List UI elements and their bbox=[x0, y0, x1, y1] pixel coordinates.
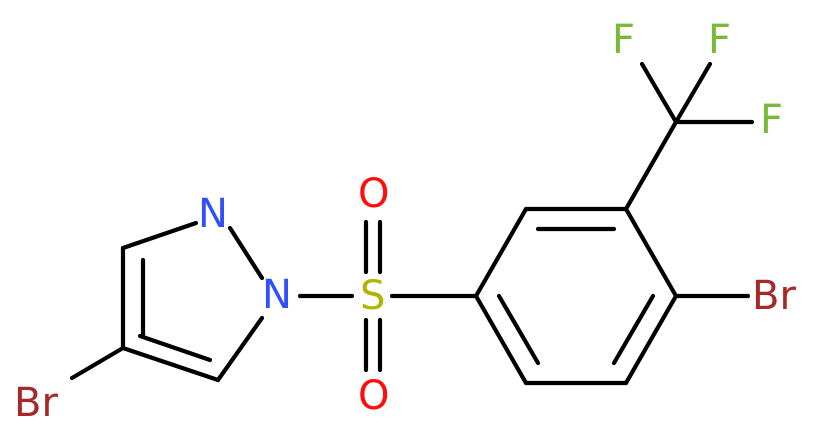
atom-f1: F bbox=[612, 17, 635, 63]
atom-s: S bbox=[360, 273, 385, 319]
bond-c3-cf3 bbox=[623, 119, 679, 212]
atom-o-bottom: O bbox=[358, 373, 389, 419]
atom-n2: N bbox=[198, 191, 228, 237]
bond-c6-c1 bbox=[473, 293, 529, 386]
bond-cf3-f1 bbox=[639, 61, 679, 125]
bond-c4b-c5b-inner bbox=[611, 293, 656, 366]
bond-c3-c4 bbox=[120, 345, 221, 383]
bond-c4-br bbox=[69, 345, 126, 381]
bond-c6-c1-inner bbox=[496, 293, 541, 366]
bond-cf3-f2 bbox=[673, 61, 713, 125]
bond-c5-n2 bbox=[120, 220, 199, 251]
atom-o-top: O bbox=[358, 171, 389, 217]
bond-n2-n1 bbox=[227, 225, 265, 281]
atom-br-aryl: Br bbox=[752, 273, 796, 319]
atom-n1: N bbox=[262, 272, 292, 318]
atom-f2: F bbox=[708, 17, 731, 63]
bond-c1-c2 bbox=[473, 206, 529, 299]
bond-n1-c3 bbox=[215, 315, 265, 383]
atom-br-pyrazole: Br bbox=[14, 380, 58, 426]
atom-labels: Br N N S O O Br F F F bbox=[14, 17, 796, 426]
atom-f3: F bbox=[760, 97, 783, 143]
bond-c4b-c5b bbox=[623, 293, 679, 386]
bond-c3-c4b bbox=[623, 206, 679, 299]
bonds bbox=[69, 61, 755, 386]
bond-c3-c4-inner bbox=[137, 333, 213, 363]
